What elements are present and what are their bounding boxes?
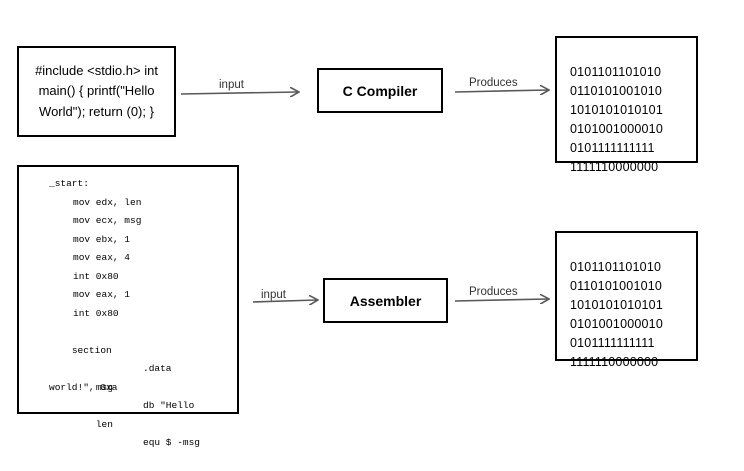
asm-line: mov ebx, 1: [73, 233, 131, 245]
asm-line: mov edx, len: [73, 196, 142, 208]
asm-line: _start:: [49, 178, 89, 189]
arrow-compiler-to-binary: [454, 90, 548, 92]
asm-line-msg: msg db "Hello: [19, 360, 237, 412]
c-source-text: #include <stdio.h> int main() { printf("…: [35, 63, 158, 119]
asm-line: mov eax, 4: [73, 252, 131, 263]
asm-len-label: len: [95, 418, 113, 430]
asm-line: mov ecx, msg: [73, 215, 142, 226]
arrow-csource-to-compiler: [180, 92, 298, 94]
edge-label-top-produces: Produces: [469, 77, 518, 89]
arrow-assembler-to-binary: [454, 299, 548, 301]
edge-label-bottom-input: input: [261, 289, 286, 301]
binary-output-top-text: 0101101101010 0110101001010 101010101010…: [570, 65, 663, 174]
assembler-label: Assembler: [349, 292, 422, 309]
arrows-layer: [180, 0, 744, 434]
asm-line-len: len equ $ -msg: [19, 397, 237, 449]
asm-line: int 0x80: [73, 270, 119, 282]
asm-msg-value: db "Hello: [143, 400, 195, 411]
asm-section-keyword: section: [71, 344, 112, 356]
edge-label-bottom-produces: Produces: [469, 286, 518, 298]
asm-line-section: section .data: [19, 323, 237, 375]
asm-msg-label: msg: [95, 381, 113, 393]
edge-label-top-input: input: [219, 79, 244, 91]
asm-line: mov eax, 1: [73, 289, 131, 300]
binary-output-bottom-node: 0101101101010 0110101001010 101010101010…: [555, 231, 698, 369]
assembler-node: Assembler: [323, 278, 448, 323]
asm-line: world!", 0xa: [49, 381, 118, 393]
binary-output-bottom-text: 0101101101010 0110101001010 101010101010…: [570, 260, 663, 369]
c-compiler-label: C Compiler: [342, 82, 418, 99]
arrow-asm-to-assembler: [252, 300, 317, 302]
c-compiler-node: C Compiler: [317, 68, 443, 113]
asm-line: int 0x80: [73, 307, 119, 319]
asm-len-value: equ $ -msg: [143, 437, 201, 448]
asm-section-value: .data: [143, 363, 172, 374]
c-source-node: #include <stdio.h> int main() { printf("…: [17, 46, 176, 137]
binary-output-top-node: 0101101101010 0110101001010 101010101010…: [555, 36, 698, 174]
assembly-source-node: _start: mov edx, len mov ecx, msg mov eb…: [17, 165, 239, 449]
